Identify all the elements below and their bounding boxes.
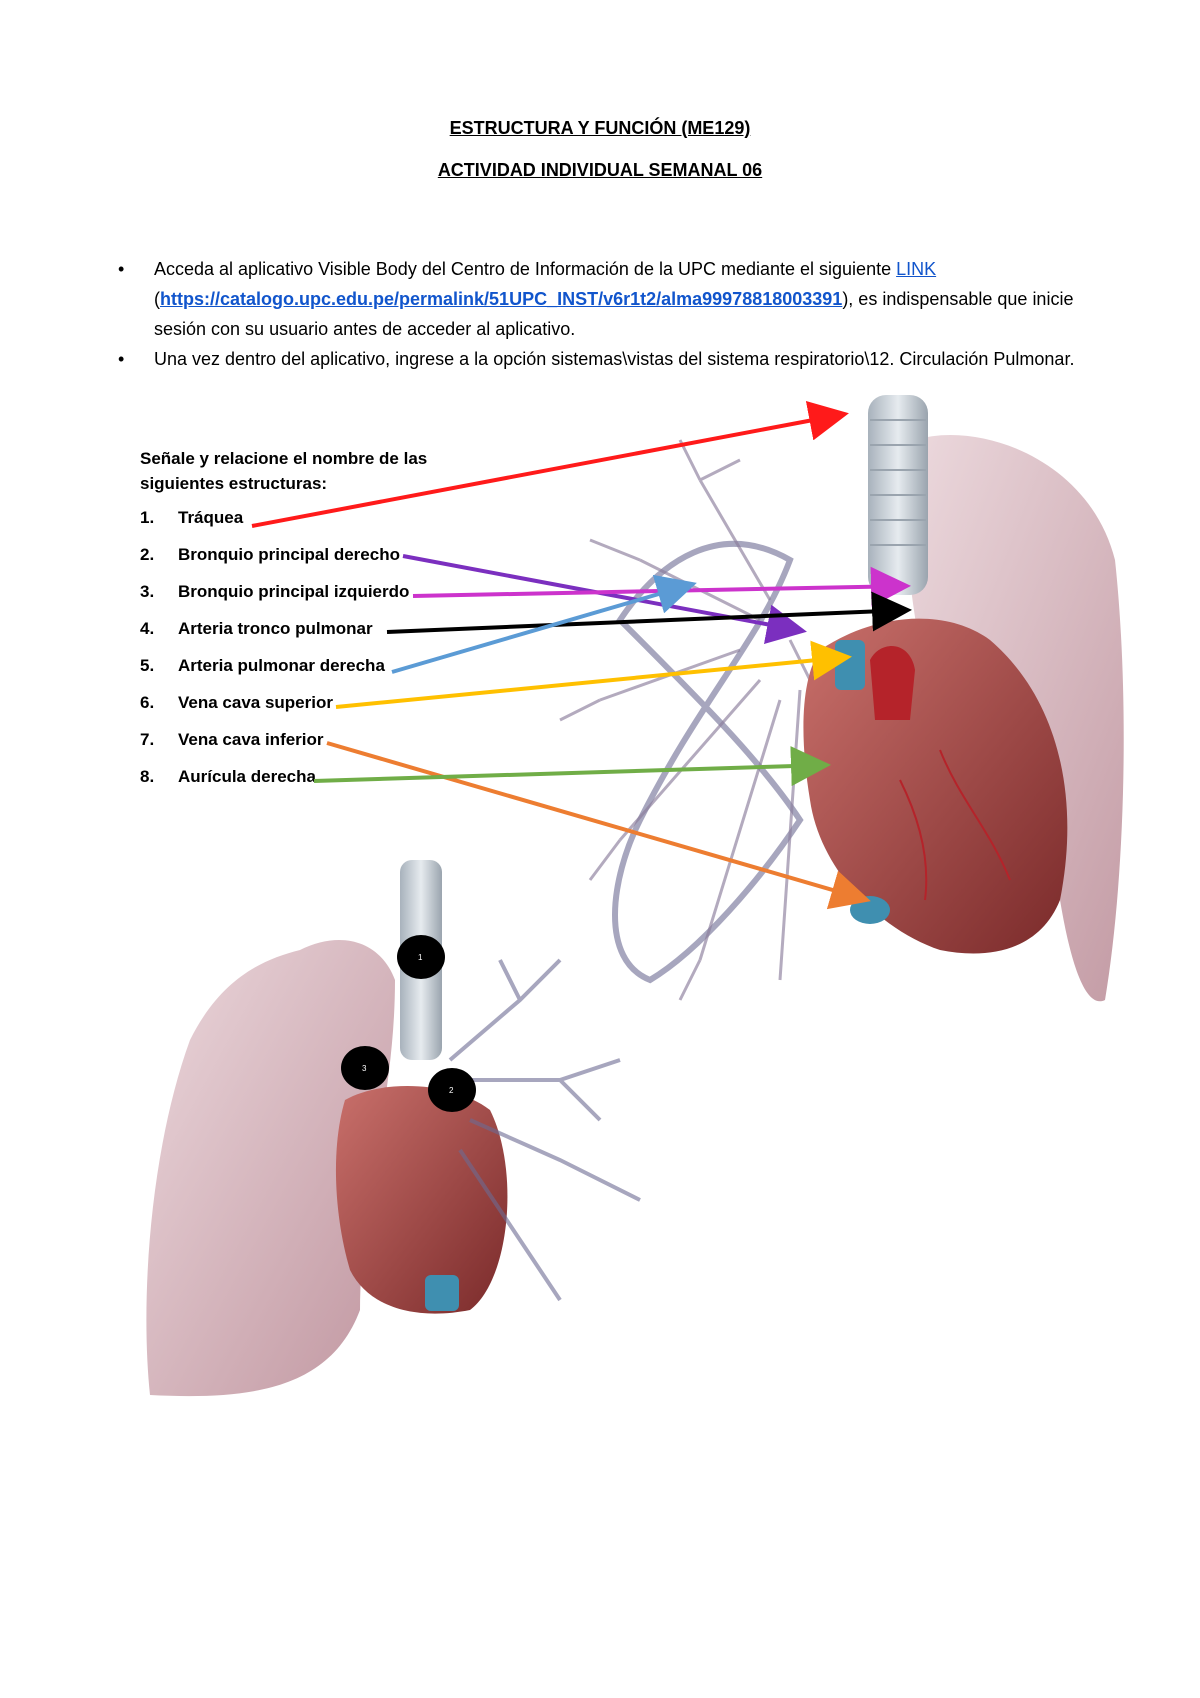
badge-3 <box>341 1046 389 1090</box>
right-lung-shape <box>146 940 395 1397</box>
course-title: ESTRUCTURA Y FUNCIÓN (ME129) <box>449 118 751 138</box>
link-anchor[interactable]: LINK <box>896 259 937 279</box>
structure-item: 3.Bronquio principal izquierdo <box>140 582 410 601</box>
bullet-icon: • <box>118 259 125 279</box>
svg-text:2: 2 <box>449 1086 454 1095</box>
structure-item: 8.Aurícula derecha <box>140 767 316 786</box>
structure-item: 6.Vena cava superior <box>140 693 333 712</box>
activity-title: ACTIVIDAD INDIVIDUAL SEMANAL 06 <box>437 160 763 180</box>
figure-2-lungs-heart: 1 2 3 <box>146 860 641 1397</box>
trachea-rings <box>870 419 926 546</box>
vessel-branches-2 <box>448 958 641 1302</box>
structure-item: 1.Tráquea <box>140 508 244 527</box>
instruction-1: • Acceda al aplicativo Visible Body del … <box>118 254 1078 344</box>
figure-1-lungs-heart <box>559 395 1124 1002</box>
task-prompt: Señale y relacione el nombre de las sigu… <box>140 449 428 493</box>
heart-shape-2 <box>335 1086 508 1314</box>
structure-item: 5.Arteria pulmonar derecha <box>140 656 385 675</box>
heart-shape <box>803 618 1068 954</box>
arrow-cava-superior <box>335 640 852 709</box>
bullet-icon: • <box>118 349 125 369</box>
arrow-pulmonar-derecha <box>391 574 697 674</box>
instruction-2: • Una vez dentro del aplicativo, ingrese… <box>118 344 1078 374</box>
aorta-shape <box>870 646 915 720</box>
arrow-cava-inferior <box>326 741 871 910</box>
catalog-url-link[interactable]: https://catalogo.upc.edu.pe/permalink/51… <box>160 289 843 309</box>
label-arrows <box>251 401 912 910</box>
bronchial-tree-right <box>612 540 804 984</box>
inferior-vena-cava-shape <box>850 896 890 924</box>
arrow-auricula-derecha <box>313 746 831 787</box>
arrow-tronco-pulmonar <box>386 591 912 634</box>
badge-2 <box>428 1068 476 1112</box>
badge-1 <box>397 935 445 979</box>
number-badges: 1 2 3 <box>341 935 476 1112</box>
instructions-list: • Acceda al aplicativo Visible Body del … <box>118 254 1078 374</box>
svg-text:1: 1 <box>418 953 423 962</box>
svg-text:3: 3 <box>362 1064 367 1073</box>
arrow-traquea <box>251 401 849 528</box>
structure-item: 7.Vena cava inferior <box>140 730 324 749</box>
structure-item: 2.Bronquio principal derecho <box>140 545 400 564</box>
structure-item: 4.Arteria tronco pulmonar <box>140 619 373 638</box>
superior-vena-cava-shape <box>835 640 865 690</box>
vena-cava-shape-2 <box>425 1275 459 1311</box>
